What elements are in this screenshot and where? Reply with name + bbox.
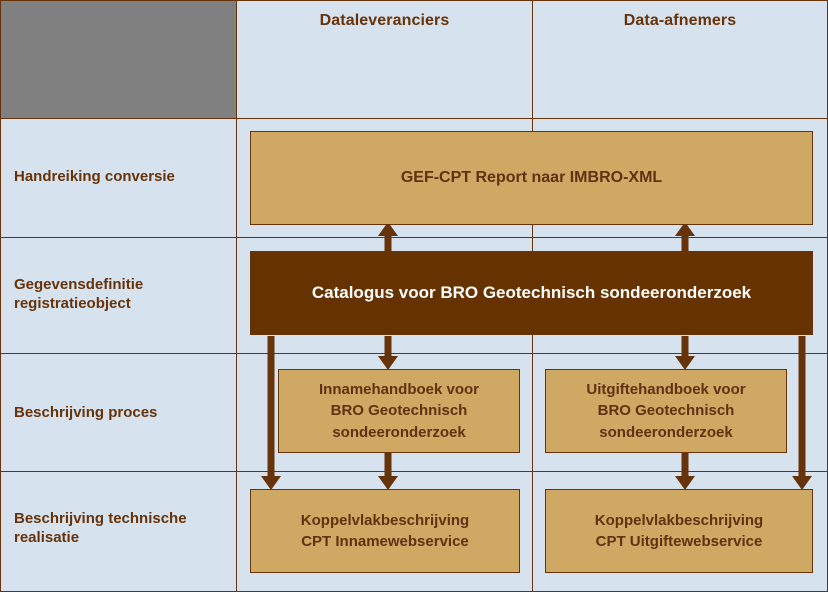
box-uitgiftehandboek-label: Uitgiftehandboek voor BRO Geotechnisch s… xyxy=(586,381,746,441)
box-koppelvlakbeschrijving-inname[interactable]: Koppelvlakbeschrijving CPT Innamewebserv… xyxy=(250,489,520,573)
grid-cell-corner-blank xyxy=(0,0,237,119)
arrow-head xyxy=(378,356,398,370)
arrow-head xyxy=(675,222,695,236)
column-header-dataleveranciers: Dataleveranciers xyxy=(319,12,450,29)
arrow-shaft xyxy=(384,452,392,478)
arrow-head xyxy=(675,476,695,490)
arrow-head xyxy=(378,222,398,236)
arrow-head xyxy=(675,356,695,370)
box-catalogus-label: Catalogus voor BRO Geotechnisch sondeero… xyxy=(311,282,752,302)
arrow-innamehandboek-to-koppelvlak-inname xyxy=(378,452,398,490)
arrow-shaft xyxy=(384,235,392,255)
row-label-beschrijving-technische-realisatie: Beschrijving technische realisatie xyxy=(14,510,187,546)
arrow-head xyxy=(378,476,398,490)
grid-cell-header-data-afnemers xyxy=(532,0,828,119)
grid-cell-header-dataleveranciers xyxy=(236,0,533,119)
arrow-head xyxy=(261,476,281,490)
arrow-catalogus-to-gefcpt-right xyxy=(675,222,695,255)
arrow-uitgiftehandboek-to-koppelvlak-uitgifte xyxy=(675,452,695,490)
box-gef-cpt-report-label: GEF-CPT Report naar IMBRO-XML xyxy=(400,168,663,186)
grid-cell-label-gegevensdefinitie xyxy=(0,237,237,354)
arrow-catalogus-to-koppelvlak-uitgifte-bypass xyxy=(792,336,812,490)
arrow-shaft xyxy=(267,336,275,478)
arrow-catalogus-to-gefcpt-left xyxy=(378,222,398,255)
arrow-shaft xyxy=(681,452,689,478)
column-header-data-afnemers: Data-afnemers xyxy=(623,12,737,29)
row-label-gegevensdefinitie: Gegevensdefinitie registratieobject xyxy=(14,276,144,312)
arrow-shaft xyxy=(681,235,689,255)
box-innamehandboek-label: Innamehandboek voor BRO Geotechnisch son… xyxy=(318,381,480,441)
arrow-head xyxy=(792,476,812,490)
box-gef-cpt-report[interactable]: GEF-CPT Report naar IMBRO-XML xyxy=(250,131,813,225)
box-uitgiftehandboek[interactable]: Uitgiftehandboek voor BRO Geotechnisch s… xyxy=(545,369,787,453)
box-catalogus[interactable]: Catalogus voor BRO Geotechnisch sondeero… xyxy=(250,251,813,335)
box-koppelvlakbeschrijving-inname-label: Koppelvlakbeschrijving CPT Innamewebserv… xyxy=(300,511,470,550)
row-label-beschrijving-proces: Beschrijving proces xyxy=(14,404,158,421)
arrow-catalogus-to-uitgiftehandboek xyxy=(675,336,695,370)
arrow-shaft xyxy=(798,336,806,478)
box-innamehandboek[interactable]: Innamehandboek voor BRO Geotechnisch son… xyxy=(278,369,520,453)
grid-cell-label-technische-realisatie xyxy=(0,471,237,592)
row-label-handreiking-conversie: Handreiking conversie xyxy=(14,168,175,185)
arrow-catalogus-to-innamehandboek xyxy=(378,336,398,370)
box-koppelvlakbeschrijving-uitgifte[interactable]: Koppelvlakbeschrijving CPT Uitgiftewebse… xyxy=(545,489,813,573)
box-koppelvlakbeschrijving-uitgifte-label: Koppelvlakbeschrijving CPT Uitgiftewebse… xyxy=(594,511,764,550)
arrow-shaft xyxy=(681,336,689,358)
arrow-shaft xyxy=(384,336,392,358)
arrow-catalogus-to-koppelvlak-inname-bypass xyxy=(261,336,281,490)
